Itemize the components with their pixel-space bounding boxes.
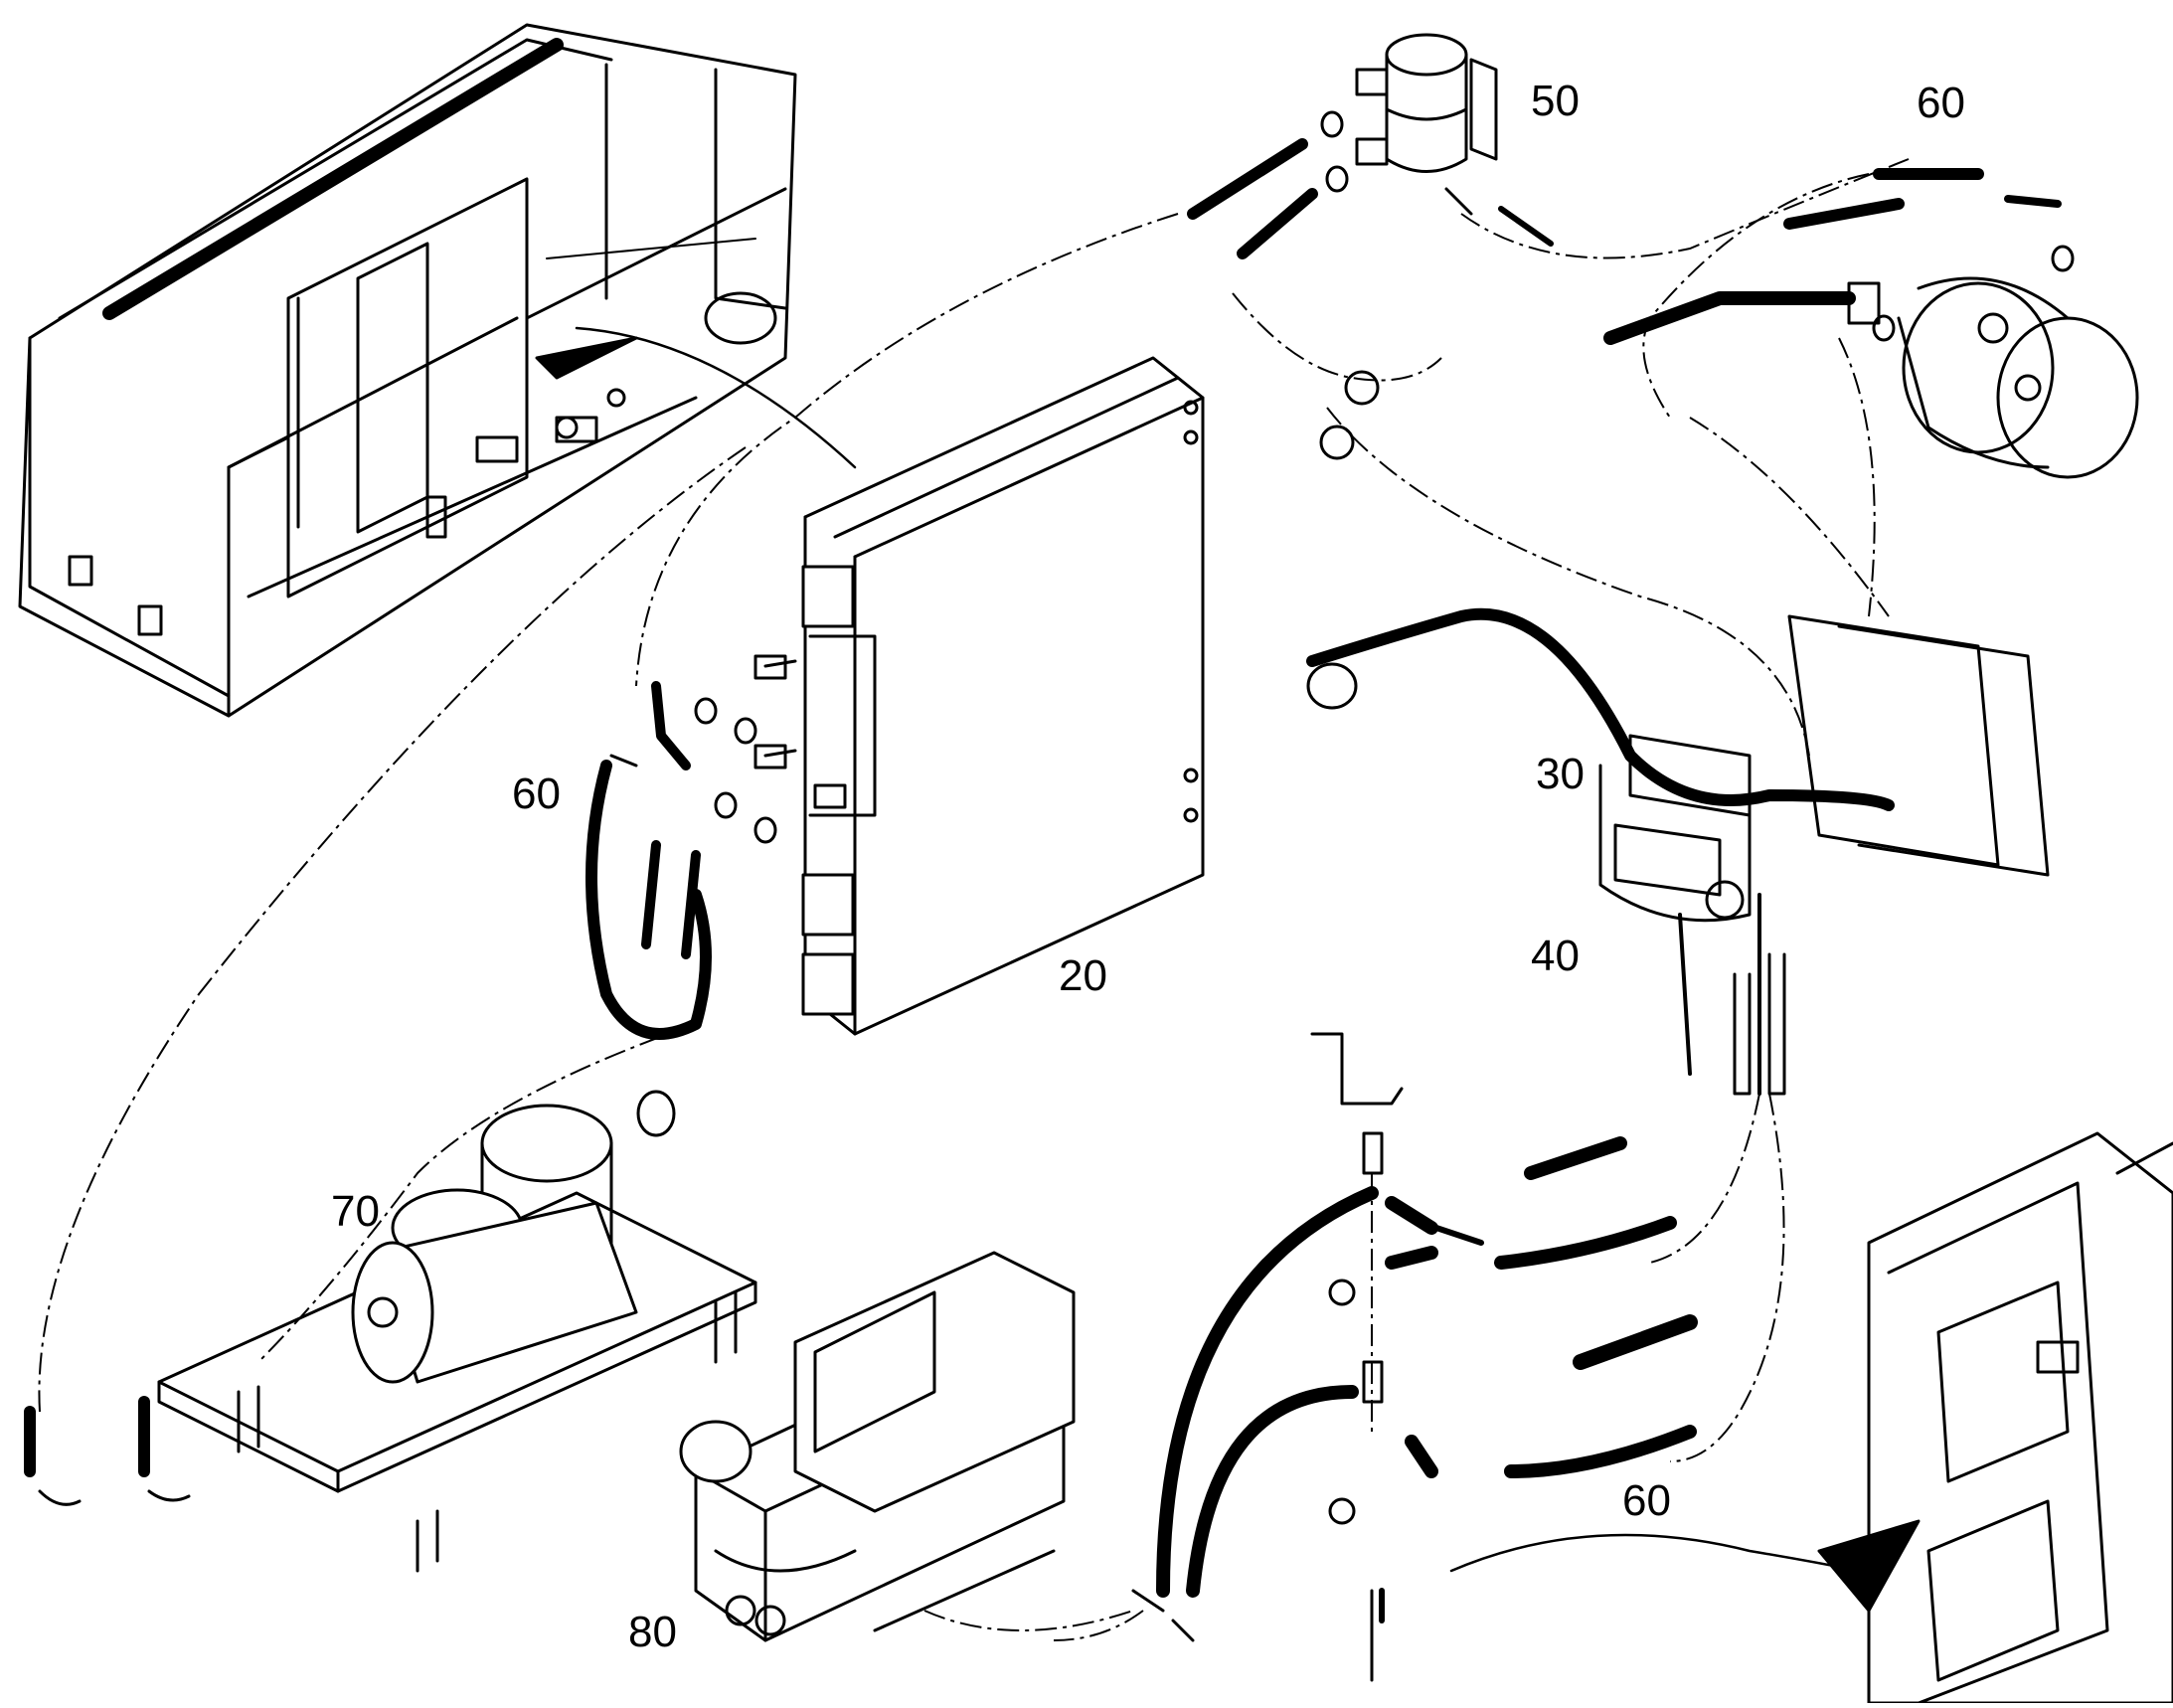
evaporator-unit-30 (1306, 607, 2050, 1096)
condenser-hoses (585, 654, 847, 1040)
callout-60-left: 60 (512, 769, 561, 818)
callout-60-top: 60 (1917, 79, 1965, 127)
condenser-20 (801, 356, 1205, 1036)
hose-clips (1319, 370, 1380, 460)
callout-60-bottom: 60 (1622, 1476, 1671, 1525)
compressor-frame-70 (24, 1090, 757, 1573)
piping-tee-assembly (1156, 1032, 1698, 1682)
callout-20: 20 (1059, 951, 1107, 1000)
hvac-unit-80 (679, 1251, 1195, 1642)
compressor (1603, 168, 2139, 479)
receiver-drier-50 (1187, 33, 1554, 259)
callout-70: 70 (331, 1187, 380, 1236)
operator-cab (1449, 1131, 2173, 1705)
callout-50: 50 (1531, 77, 1580, 125)
routing-lines (38, 158, 1910, 1641)
callout-30: 30 (1536, 750, 1585, 798)
machine-frame-assembly (18, 23, 857, 718)
callout-80: 80 (628, 1608, 677, 1656)
callout-40: 40 (1531, 932, 1580, 980)
